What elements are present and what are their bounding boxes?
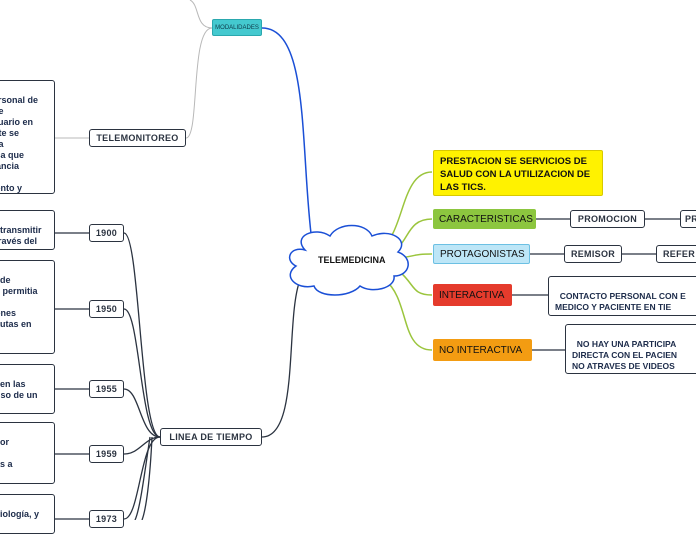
linea-tiempo-label: LINEA DE TIEMPO — [169, 432, 253, 442]
year-1959-label: 1959 — [95, 449, 118, 459]
link-1950 — [123, 308, 161, 438]
link-extra-2 — [141, 436, 153, 520]
telemonitoreo-text-node[interactable]: rsonal de de suario en nte se na ica que… — [0, 80, 55, 194]
interactiva-node[interactable]: INTERACTIVA — [433, 284, 512, 306]
modalidades-label: MODALIDADES — [215, 24, 259, 31]
year-1973-label: 1973 — [95, 514, 118, 524]
link-linea-tiempo — [261, 279, 301, 438]
year-1955-text: en las uso de un . — [0, 379, 38, 400]
pr-label: PR — [685, 214, 696, 224]
year-1973-text-node[interactable]: iología, y — [0, 494, 55, 534]
year-1900-node[interactable]: 1900 — [89, 224, 124, 242]
pr-node[interactable]: PR — [680, 210, 696, 228]
prestacion-label: PRESTACION SE SERVICIOS DE SALUD CON LA … — [440, 156, 591, 193]
year-1900-text-node[interactable]: transmitir través del — [0, 210, 55, 250]
year-1955-node[interactable]: 1955 — [89, 380, 124, 398]
central-topic[interactable]: TELEMEDICINA — [318, 255, 386, 265]
link-1973 — [123, 436, 161, 520]
protagonistas-label: PROTAGONISTAS — [440, 248, 525, 260]
year-1959-text: or as a — [0, 437, 13, 469]
no-interactiva-node[interactable]: NO INTERACTIVA — [433, 339, 532, 361]
connector-lines — [55, 0, 680, 520]
no-hay-text: NO HAY UNA PARTICIPA DIRECTA CON EL PACI… — [572, 339, 680, 373]
year-1900-text: transmitir través del — [0, 225, 42, 246]
link-interactiva — [399, 271, 433, 296]
linea-tiempo-node[interactable]: LINEA DE TIEMPO — [160, 428, 262, 446]
year-1959-node[interactable]: 1959 — [89, 445, 124, 463]
year-1950-label: 1950 — [95, 304, 118, 314]
year-1900-label: 1900 — [95, 228, 118, 238]
link-modalidades — [261, 27, 313, 243]
year-1950-text-node[interactable]: de s permitia ones autas en — [0, 260, 55, 354]
refer-node[interactable]: REFER — [656, 245, 696, 263]
no-hay-text-node[interactable]: NO HAY UNA PARTICIPA DIRECTA CON EL PACI… — [565, 324, 696, 374]
remisor-label: REMISOR — [570, 249, 616, 259]
year-1955-text-node[interactable]: en las uso de un . — [0, 364, 55, 414]
central-cloud — [288, 224, 409, 296]
telemonitoreo-label: TELEMONITOREO — [96, 133, 179, 143]
no-interactiva-label: NO INTERACTIVA — [439, 344, 523, 356]
protagonistas-node[interactable]: PROTAGONISTAS — [433, 244, 530, 264]
year-1955-label: 1955 — [95, 384, 118, 394]
caracteristicas-node[interactable]: CARACTERISTICAS — [433, 209, 536, 229]
remisor-node[interactable]: REMISOR — [564, 245, 622, 263]
telemonitoreo-text: rsonal de de suario en nte se na ica que… — [0, 95, 39, 193]
promocion-node[interactable]: PROMOCION — [570, 210, 645, 228]
year-1973-text: iología, y — [0, 509, 40, 519]
promocion-label: PROMOCION — [577, 214, 638, 224]
contacto-text-node[interactable]: CONTACTO PERSONAL CON E MEDICO Y PACIENT… — [548, 276, 696, 316]
caracteristicas-label: CARACTERISTICAS — [439, 213, 533, 225]
refer-label: REFER — [663, 249, 696, 259]
link-telemonitoreo — [185, 27, 213, 139]
prestacion-node[interactable]: PRESTACION SE SERVICIOS DE SALUD CON LA … — [433, 150, 603, 196]
link-top-grey — [189, 0, 213, 29]
link-no-interactiva — [384, 279, 433, 351]
contacto-text: CONTACTO PERSONAL CON E MEDICO Y PACIENT… — [555, 291, 686, 315]
modalidades-node[interactable]: MODALIDADES — [212, 19, 262, 36]
year-1973-node[interactable]: 1973 — [89, 510, 124, 528]
link-1900 — [123, 232, 161, 438]
year-1959-text-node[interactable]: or as a — [0, 422, 55, 484]
link-extra-1 — [134, 436, 151, 520]
year-1950-text: de s permitia ones autas en — [0, 275, 38, 329]
link-1955 — [123, 388, 161, 438]
telemonitoreo-node[interactable]: TELEMONITOREO — [89, 129, 186, 147]
interactiva-label: INTERACTIVA — [439, 289, 505, 301]
year-1950-node[interactable]: 1950 — [89, 300, 124, 318]
